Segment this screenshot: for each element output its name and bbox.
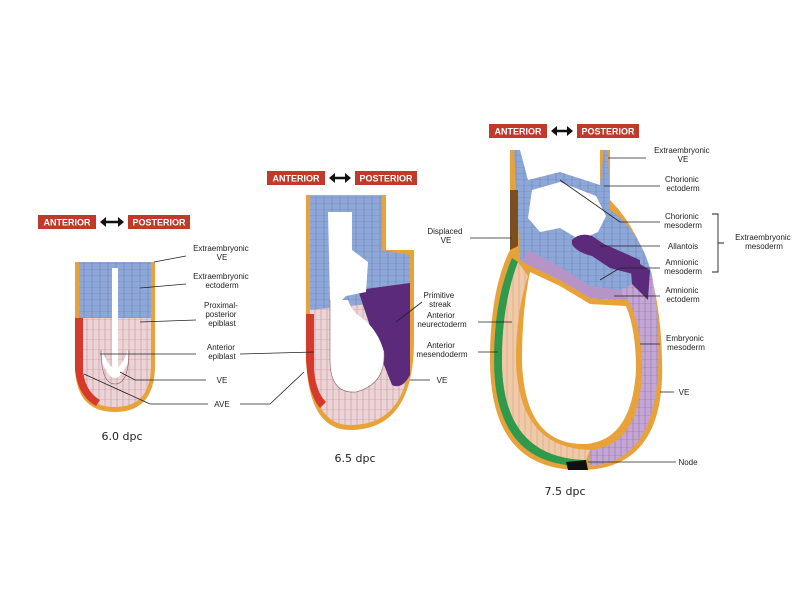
proamniotic-cavity	[328, 212, 368, 300]
double-arrow-icon	[329, 173, 351, 183]
anterior-badge	[267, 171, 325, 185]
stage-label-6-0: 6.0 dpc	[101, 430, 142, 443]
embryo-6-5-dpc: ANTERIOR POSTERIOR Primitive streak	[239, 171, 457, 465]
label-ve: VE	[679, 388, 690, 397]
labels-6-0: Extraembryonic VE Extraembryonic ectoder…	[83, 244, 251, 409]
label-extraembryonic-ve: Extraembryonic VE	[193, 244, 251, 262]
egg-cylinder-6-5	[306, 195, 414, 430]
mesoderm-region	[590, 275, 659, 466]
labels-6-5: Primitive streak VE	[239, 291, 457, 405]
anterior-badge	[489, 124, 547, 138]
stage-label-6-5: 6.5 dpc	[334, 452, 375, 465]
proamniotic-cavity	[102, 268, 128, 378]
label-ve: VE	[437, 376, 448, 385]
label-amnionic-mesoderm: Amnionic mesoderm	[664, 258, 702, 276]
posterior-badge-label: POSTERIOR	[132, 218, 186, 228]
label-extraembryonic-ve: Extraembryonic VE	[654, 146, 712, 164]
label-anterior-epiblast: Anterior epiblast	[207, 343, 237, 361]
labels-7-5: Extraembryonic VE Chorionic ectoderm Cho…	[416, 146, 793, 467]
label-extraembryonic-mesoderm: Extraembryonic mesoderm	[735, 233, 793, 251]
cavity-outline	[100, 349, 130, 385]
label-displaced-ve: Displaced VE	[427, 227, 464, 245]
egg-cylinder-7-5	[490, 150, 663, 470]
label-allantois: Allantois	[668, 242, 698, 251]
posterior-badge-label: POSTERIOR	[359, 174, 413, 184]
label-node: Node	[678, 458, 698, 467]
label-proximal-posterior-epiblast: Proximal- posterior epiblast	[204, 301, 240, 328]
orientation-badge: ANTERIOR POSTERIOR	[38, 215, 190, 229]
label-embryonic-mesoderm: Embryonic mesoderm	[666, 334, 706, 352]
stage-label-7-5: 7.5 dpc	[544, 485, 585, 498]
embryo-7-5-dpc: ANTERIOR POSTERIOR	[416, 124, 793, 498]
label-extraembryonic-ectoderm: Extraembryonic ectoderm	[193, 272, 251, 290]
anterior-badge-label: ANTERIOR	[495, 127, 543, 137]
posterior-badge	[355, 171, 417, 185]
orientation-badge: ANTERIOR POSTERIOR	[267, 171, 417, 185]
amnion	[522, 250, 628, 300]
double-arrow-icon	[100, 217, 124, 227]
double-arrow-icon	[551, 126, 573, 136]
label-amnionic-ectoderm: Amnionic ectoderm	[665, 286, 700, 304]
label-ave: AVE	[214, 400, 229, 409]
label-anterior-neurectoderm: Anterior neurectoderm	[417, 311, 467, 329]
label-anterior-mesendoderm: Anterior mesendoderm	[416, 341, 467, 359]
ave-region	[306, 314, 326, 408]
posterior-badge-label: POSTERIOR	[581, 127, 635, 137]
posterior-streak	[630, 258, 650, 300]
anterior-badge-label: ANTERIOR	[273, 174, 321, 184]
neurectoderm-region	[502, 262, 590, 460]
node	[566, 460, 588, 470]
egg-cylinder-6-0	[75, 262, 155, 412]
primitive-streak-region	[358, 283, 410, 387]
posterior-badge	[577, 124, 639, 138]
label-primitive-streak: Primitive streak	[424, 291, 457, 309]
label-ve: VE	[217, 376, 228, 385]
embryo-6-0-dpc: ANTERIOR POSTERIOR Extraembryonic VE	[38, 215, 251, 443]
label-chorionic-mesoderm: Chorionic mesoderm	[664, 212, 702, 230]
amniotic-cavity	[522, 272, 636, 445]
posterior-badge	[128, 215, 190, 229]
label-chorionic-ectoderm: Chorionic ectoderm	[665, 175, 701, 193]
cavity-outline	[329, 300, 385, 393]
displaced-ve-region	[510, 190, 518, 250]
extraembryonic-mesoderm-bracket	[712, 213, 724, 273]
exocoelom	[528, 182, 606, 240]
allantois-region	[572, 234, 640, 276]
anterior-badge-label: ANTERIOR	[44, 218, 92, 228]
ave-region	[75, 318, 100, 406]
orientation-badge: ANTERIOR POSTERIOR	[489, 124, 639, 138]
anterior-badge	[38, 215, 96, 229]
embryonic-cavity	[330, 300, 385, 393]
